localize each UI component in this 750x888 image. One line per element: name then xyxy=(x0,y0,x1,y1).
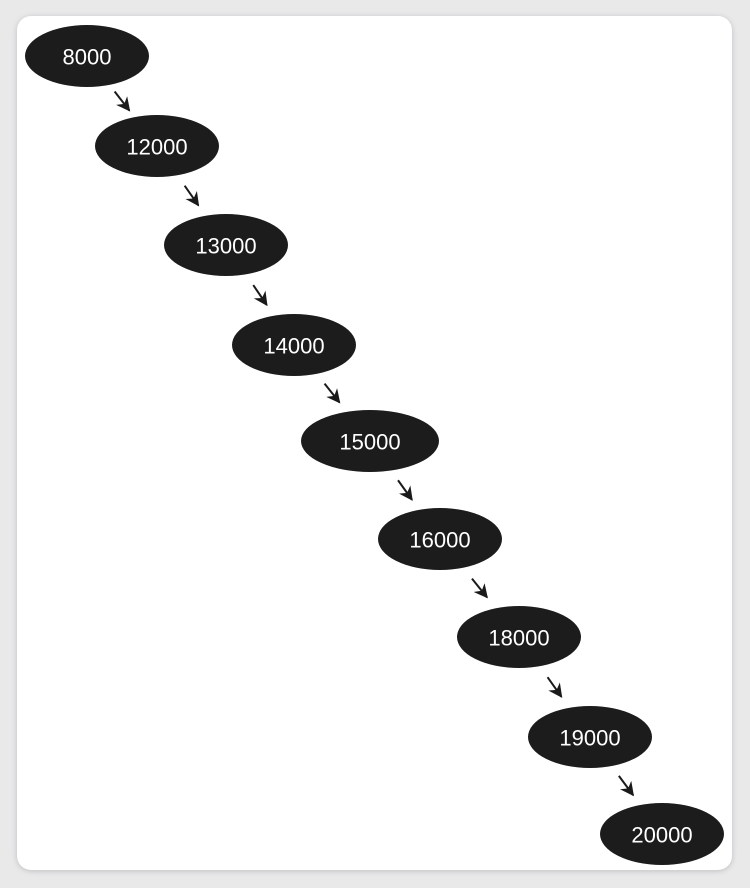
node-ellipse xyxy=(95,115,219,177)
node-ellipse xyxy=(457,606,581,668)
edge-arrow xyxy=(183,185,200,207)
edge-arrow xyxy=(113,90,131,112)
list-node: 19000 xyxy=(528,706,652,768)
node-ellipse xyxy=(164,214,288,276)
node-ellipse xyxy=(232,314,356,376)
list-node: 18000 xyxy=(457,606,581,668)
list-node: 20000 xyxy=(600,803,724,865)
list-node: 13000 xyxy=(164,214,288,276)
edge-arrow xyxy=(323,382,341,404)
edge-arrow xyxy=(546,676,563,698)
node-label: 20000 xyxy=(631,823,692,848)
node-label: 12000 xyxy=(126,135,187,160)
node-label: 19000 xyxy=(559,726,620,751)
list-node: 15000 xyxy=(301,410,439,472)
list-node: 14000 xyxy=(232,314,356,376)
node-label: 13000 xyxy=(195,234,256,259)
node-ellipse xyxy=(600,803,724,865)
node-label: 18000 xyxy=(488,626,549,651)
list-node: 8000 xyxy=(25,25,149,87)
node-label: 14000 xyxy=(263,334,324,359)
edge-arrow xyxy=(618,775,634,797)
nodes: 8000 12000 13000 14000 15000 16000 18000 19000 2… xyxy=(25,25,724,865)
list-node: 12000 xyxy=(95,115,219,177)
node-ellipse xyxy=(25,25,149,87)
node-label: 8000 xyxy=(63,45,112,70)
node-ellipse xyxy=(301,410,439,472)
list-node: 16000 xyxy=(378,508,502,570)
edge-arrow xyxy=(252,284,268,307)
edge-arrow xyxy=(471,578,488,599)
node-label: 15000 xyxy=(339,430,400,455)
node-ellipse xyxy=(528,706,652,768)
edge-arrow xyxy=(397,479,413,501)
node-ellipse xyxy=(378,508,502,570)
edges xyxy=(113,90,634,797)
node-label: 16000 xyxy=(409,528,470,553)
